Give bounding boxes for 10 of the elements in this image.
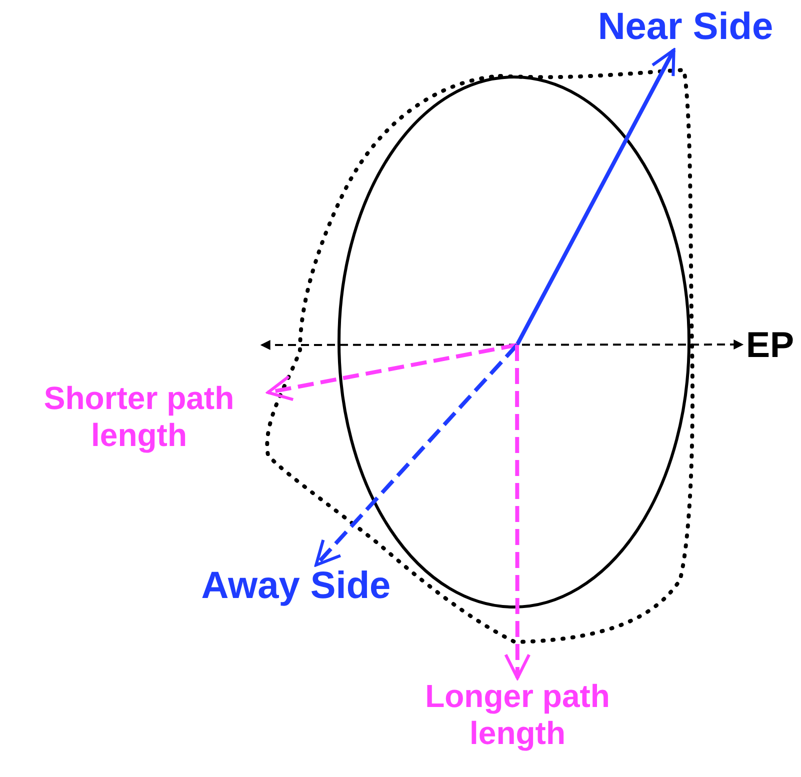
path-length-label: Shorter path length bbox=[10, 380, 268, 454]
arrow bbox=[266, 343, 518, 402]
path-length-label: Longer path length bbox=[385, 678, 650, 752]
arrow bbox=[515, 48, 676, 346]
side-label: Away Side bbox=[180, 565, 412, 609]
side-label: Near Side bbox=[578, 6, 793, 50]
arrow bbox=[260, 340, 744, 350]
axis-label: EP bbox=[742, 324, 798, 366]
arrow bbox=[314, 344, 518, 567]
arrow bbox=[504, 345, 531, 680]
